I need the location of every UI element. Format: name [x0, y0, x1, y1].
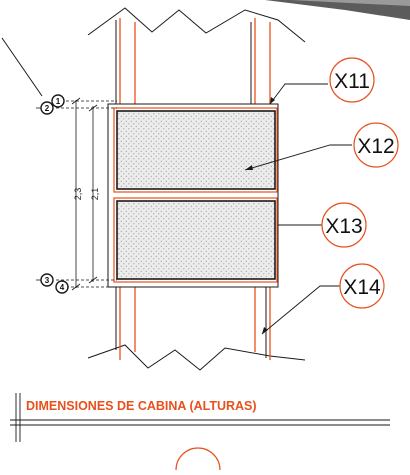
callout-arrow-x14 [262, 327, 268, 334]
section-title-block [10, 393, 390, 442]
corner-shade-light [290, 0, 410, 6]
column-edges-top [115, 20, 252, 104]
level-marker-4: 4 [55, 280, 69, 294]
leader-line-top-left [1, 37, 43, 97]
upper-panel-border [113, 107, 278, 193]
svg-text:X13: X13 [325, 215, 362, 238]
callout-x11: X11 [329, 57, 375, 103]
bottom-break-line [87, 344, 306, 371]
section-title: DIMENSIONES DE CABINA (ALTURAS) [26, 399, 257, 413]
callout-x13: X13 [321, 202, 367, 248]
lower-panel-border [113, 197, 278, 283]
columns-top [119, 18, 271, 104]
lower-panel [116, 200, 276, 280]
column-edges-bottom [115, 287, 267, 358]
level-marker-2: 2 [40, 101, 54, 115]
level-marker-3: 3 [40, 273, 54, 287]
upper-panel [116, 110, 276, 190]
dimension-inner [88, 104, 98, 284]
svg-text:4: 4 [60, 283, 65, 292]
callout-arrow-x11 [270, 97, 275, 104]
top-break-line [87, 7, 306, 43]
svg-text:X12: X12 [357, 135, 394, 158]
dimension-inner-label: 2,1 [90, 188, 100, 201]
svg-text:X11: X11 [334, 70, 370, 93]
columns-bottom [119, 287, 271, 360]
svg-text:3: 3 [45, 276, 50, 285]
bottom-partial-circle [175, 447, 221, 471]
dimension-outer [71, 97, 81, 291]
cabin-frame [107, 103, 279, 288]
corner-shade [265, 0, 410, 20]
callout-x14: X14 [339, 263, 385, 309]
callout-leaders [244, 83, 352, 335]
callout-arrow-x12 [245, 165, 253, 170]
svg-text:2: 2 [45, 104, 50, 113]
callout-x12: X12 [353, 122, 399, 168]
svg-text:X14: X14 [343, 276, 381, 299]
svg-text:1: 1 [56, 97, 61, 106]
dimension-outer-label: 2,3 [73, 188, 83, 201]
level-marker-1: 1 [51, 94, 65, 108]
